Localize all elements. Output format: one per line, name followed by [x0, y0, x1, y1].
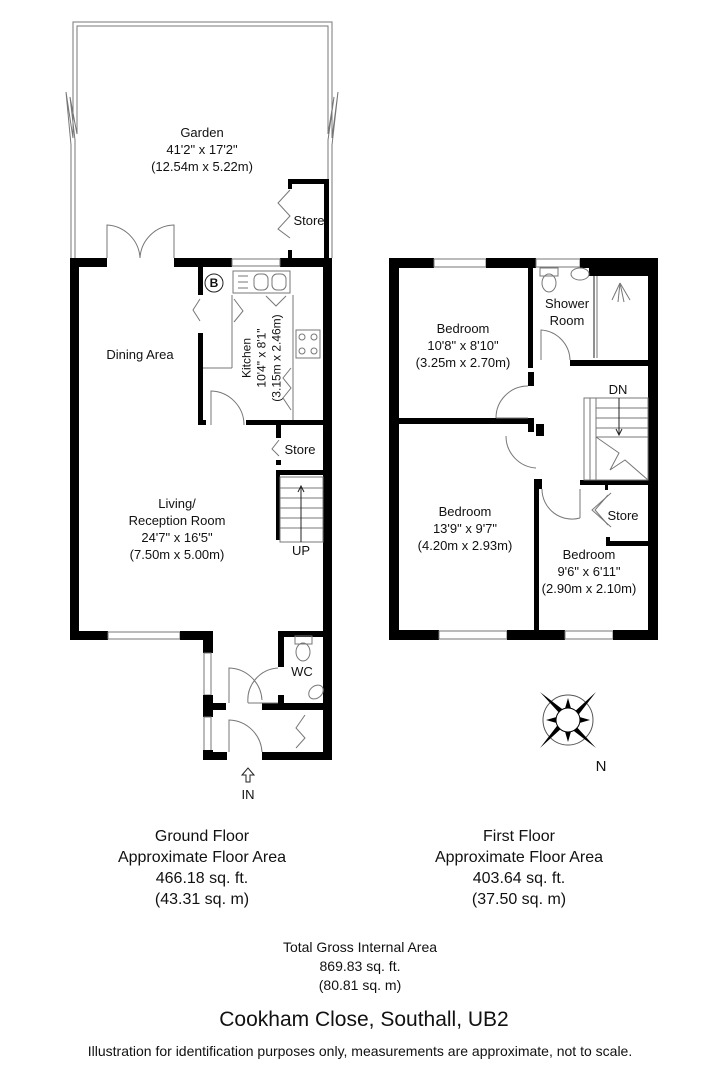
boiler-symbol: B — [209, 276, 219, 290]
floor-plan-drawing — [65, 21, 658, 783]
garden-boundary — [65, 21, 339, 258]
room-name-line2: Room — [549, 313, 585, 328]
stairs-up-label: UP — [291, 543, 311, 558]
stairs-down-label: DN — [608, 382, 628, 397]
room-name: Bedroom — [562, 547, 616, 562]
summary-subtitle: Approximate Floor Area — [434, 849, 604, 866]
room-label-kitchen: Kitchen 10'4" x 8'1" (3.15m x 2.46m) — [240, 314, 285, 401]
room-dim-imperial: 10'4" x 8'1" — [254, 328, 269, 388]
first-floor-walls — [389, 258, 658, 640]
summary-title: First Floor — [482, 828, 555, 845]
compass-rose-icon — [540, 692, 596, 748]
room-dim-metric: (4.20m x 2.93m) — [417, 538, 513, 553]
total-sqft: 869.83 sq. ft. — [319, 958, 401, 974]
summary-sqm: (43.31 sq. m) — [154, 891, 250, 908]
summary-title: Ground Floor — [154, 828, 250, 845]
compass-north-label: N — [595, 758, 607, 775]
summary-sqft: 466.18 sq. ft. — [155, 870, 249, 887]
room-label-first-store: Store — [607, 508, 639, 523]
entrance-arrow-icon — [240, 767, 256, 783]
room-label-living: Living/ Reception Room 24'7" x 16'5" (7.… — [129, 495, 226, 563]
room-dim-metric: (3.15m x 2.46m) — [269, 314, 284, 402]
shower-fittings — [495, 267, 631, 528]
total-area-summary: Total Gross Internal Area 869.83 sq. ft.… — [283, 938, 437, 995]
first-floor-stairs — [583, 397, 649, 481]
kitchen-fittings — [192, 270, 321, 426]
total-title: Total Gross Internal Area — [282, 939, 438, 955]
room-label-shower-room: Shower Room — [545, 295, 589, 329]
garden-store — [277, 179, 329, 259]
store-door — [271, 439, 280, 457]
room-dim-metric: (7.50m x 5.00m) — [129, 547, 225, 562]
room-label-wc: WC — [291, 664, 313, 679]
disclaimer-text: Illustration for identification purposes… — [87, 1043, 633, 1059]
room-label-dining: Dining Area — [106, 347, 174, 362]
room-label-bedroom-3: Bedroom 9'6" x 6'11" (2.90m x 2.10m) — [542, 546, 637, 597]
room-name: Bedroom — [436, 321, 490, 336]
room-dim-metric: (12.54m x 5.22m) — [151, 159, 253, 174]
room-dim-imperial: 10'8" x 8'10" — [427, 338, 499, 353]
room-name-line1: Living/ — [158, 496, 196, 511]
ground-stairs — [279, 476, 324, 543]
room-name: Garden — [180, 125, 224, 140]
room-label-garden-store: Store — [293, 213, 325, 228]
wc-fittings — [228, 635, 324, 753]
property-address: Cookham Close, Southall, UB2 — [219, 1008, 509, 1031]
room-dim-imperial: 24'7" x 16'5" — [141, 530, 213, 545]
summary-sqft: 403.64 sq. ft. — [472, 870, 566, 887]
room-dim-imperial: 41'2" x 17'2" — [166, 142, 238, 157]
summary-sqm: (37.50 sq. m) — [471, 891, 567, 908]
first-floor-summary: First Floor Approximate Floor Area 403.6… — [435, 826, 603, 910]
room-dim-metric: (3.25m x 2.70m) — [415, 355, 511, 370]
room-label-store: Store — [284, 442, 316, 457]
summary-subtitle: Approximate Floor Area — [117, 849, 287, 866]
room-name-line1: Shower — [544, 296, 590, 311]
room-label-bedroom-2: Bedroom 13'9" x 9'7" (4.20m x 2.93m) — [418, 503, 513, 554]
ground-floor-walls — [70, 258, 332, 760]
room-label-garden: Garden 41'2" x 17'2" (12.54m x 5.22m) — [151, 124, 253, 175]
entrance-label: IN — [241, 787, 255, 802]
french-doors — [106, 224, 175, 259]
room-dim-imperial: 9'6" x 6'11" — [557, 564, 621, 579]
room-label-bedroom-1: Bedroom 10'8" x 8'10" (3.25m x 2.70m) — [416, 320, 511, 371]
total-sqm: (80.81 sq. m) — [318, 977, 402, 993]
room-name: Kitchen — [239, 337, 254, 379]
room-dim-imperial: 13'9" x 9'7" — [432, 521, 498, 536]
room-name-line2: Reception Room — [128, 513, 226, 528]
room-name: Bedroom — [438, 504, 492, 519]
room-dim-metric: (2.90m x 2.10m) — [541, 581, 637, 596]
ground-floor-summary: Ground Floor Approximate Floor Area 466.… — [118, 826, 286, 910]
